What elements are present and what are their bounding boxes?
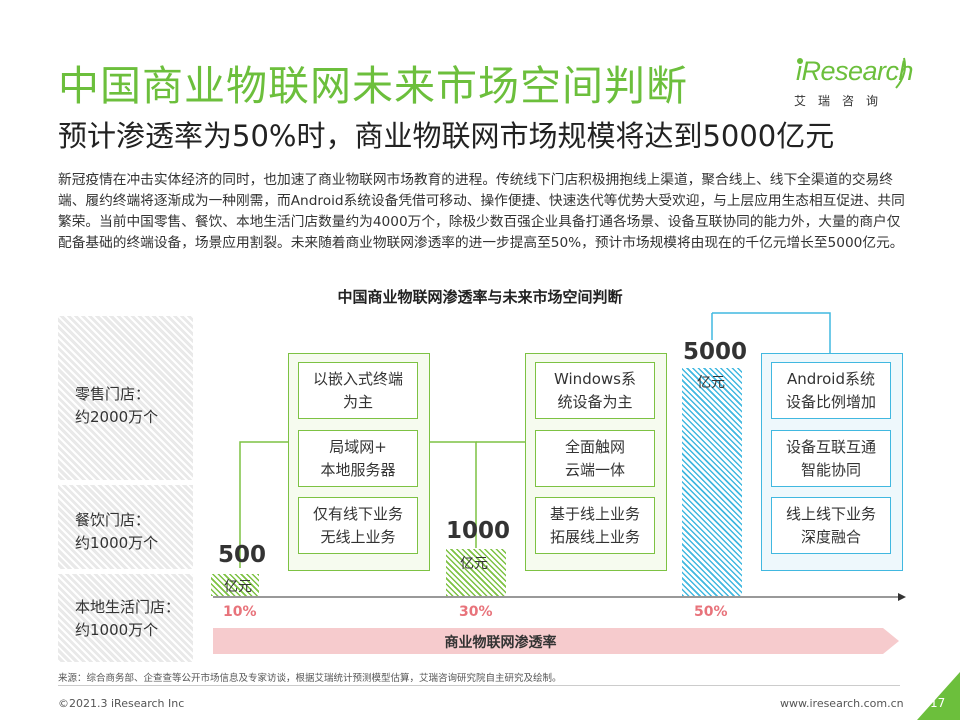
stage3-bar xyxy=(682,368,742,596)
row-label-retail: 零售门店： 约2000万个 xyxy=(58,316,193,480)
axis-arrow-icon xyxy=(898,593,906,601)
stage1-feature-1: 以嵌入式终端 为主 xyxy=(298,362,418,419)
stage2-percent: 30% xyxy=(459,604,493,620)
connector-stage1 xyxy=(239,441,288,568)
logo-subtext: 艾瑞咨询 xyxy=(794,94,891,108)
website-link[interactable]: www.iresearch.com.cn xyxy=(780,697,904,710)
stage2-value: 1000 xyxy=(446,518,511,544)
stage2-feature-3: 基于线上业务 拓展线上业务 xyxy=(535,497,655,554)
penetration-arrow-bar xyxy=(213,628,899,654)
logo-text: iResearch xyxy=(796,56,914,86)
penetration-axis-label: 商业物联网渗透率 xyxy=(444,635,557,651)
source-note: 来源：综合商务部、企查查等公开市场信息及专家访谈，根据艾瑞统计预测模型估算，艾瑞… xyxy=(58,673,562,684)
iresearch-logo: iResearch 艾瑞咨询 xyxy=(790,56,914,108)
row-label-catering: 餐饮门店： 约1000万个 xyxy=(58,485,193,569)
stage2-feature-1: Windows系 统设备为主 xyxy=(535,362,655,419)
body-paragraph: 新冠疫情在冲击实体经济的同时，也加速了商业物联网市场教育的进程。传统线下门店积极… xyxy=(58,172,905,251)
stage3-unit: 亿元 xyxy=(697,375,725,391)
row-label-catering-text: 餐饮门店： 约1000万个 xyxy=(75,511,159,552)
stage3-percent: 50% xyxy=(694,604,728,620)
stage2-bar xyxy=(446,549,506,596)
chart-title: 中国商业物联网渗透率与未来市场空间判断 xyxy=(337,288,623,306)
stage2-unit: 亿元 xyxy=(460,556,488,572)
logo-dot-icon xyxy=(797,58,803,64)
stage1-unit: 亿元 xyxy=(224,579,252,595)
logo-swoosh-icon xyxy=(895,57,906,89)
page-number: 17 xyxy=(930,696,946,710)
stage1-feature-2: 局域网+ 本地服务器 xyxy=(298,430,418,487)
connector-stage3-top xyxy=(712,312,831,353)
footer-divider xyxy=(58,685,900,686)
stage3-feature-3: 线上线下业务 深度融合 xyxy=(771,497,891,554)
row-label-retail-text: 零售门店： 约2000万个 xyxy=(75,385,159,426)
stage1-percent: 10% xyxy=(223,604,257,620)
stage1-feature-3: 仅有线下业务 无线上业务 xyxy=(298,497,418,554)
page-corner-badge xyxy=(917,672,960,720)
stage1-value: 500 xyxy=(218,542,267,568)
stage1-bar xyxy=(211,574,259,596)
row-label-local-life: 本地生活门店： 约1000万个 xyxy=(58,574,193,662)
page-title: 中国商业物联网未来市场空间判断 xyxy=(58,62,688,110)
stage3-feature-2: 设备互联互通 智能协同 xyxy=(771,430,891,487)
stage2-feature-2: 全面触网 云端一体 xyxy=(535,430,655,487)
row-label-local-life-text: 本地生活门店： 约1000万个 xyxy=(75,598,181,639)
stage3-value: 5000 xyxy=(683,339,748,365)
page-subtitle: 预计渗透率为50%时，商业物联网市场规模将达到5000亿元 xyxy=(58,119,835,153)
copyright-text: ©2021.3 iResearch Inc xyxy=(58,697,185,710)
stage3-feature-1: Android系统 设备比例增加 xyxy=(771,362,891,419)
